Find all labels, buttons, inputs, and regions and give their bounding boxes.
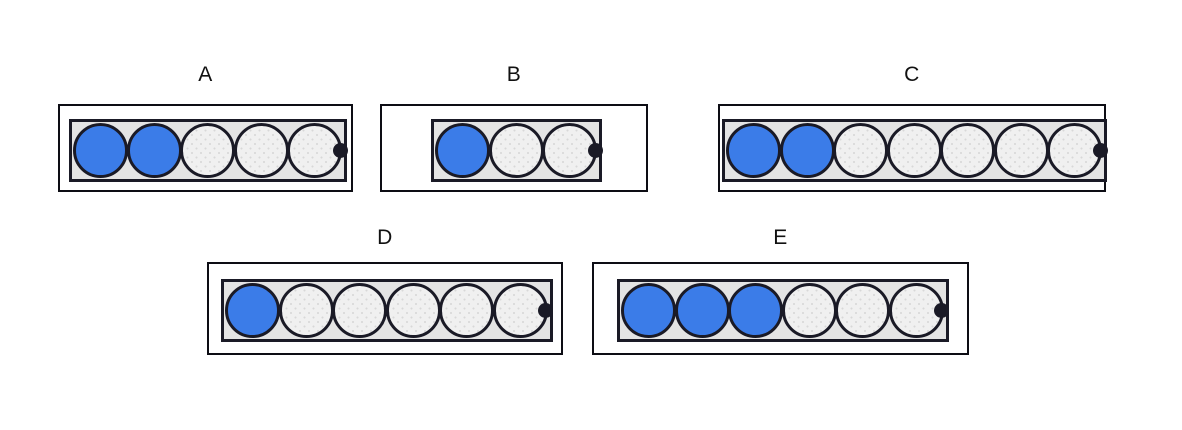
panel-label-e: E: [773, 226, 788, 249]
panel-frame-c: [718, 104, 1108, 192]
track-end-knob-b: [587, 143, 603, 158]
panel-d: D: [207, 227, 563, 355]
bead-d-2-empty[interactable]: [278, 283, 334, 338]
bead-d-6-empty[interactable]: [492, 283, 548, 338]
bead-c-3-empty[interactable]: [833, 123, 888, 178]
panel-c: C: [718, 63, 1108, 192]
bead-a-5-empty[interactable]: [287, 123, 342, 178]
panel-label-c: C: [904, 63, 920, 86]
panel-frame-e: [592, 262, 969, 355]
bead-b-1-filled[interactable]: [435, 123, 490, 178]
bead-e-5-empty[interactable]: [835, 283, 890, 338]
panel-e: E: [592, 227, 969, 355]
bead-d-4-empty[interactable]: [385, 283, 441, 338]
bead-track-d: [221, 279, 553, 342]
bead-d-5-empty[interactable]: [439, 283, 494, 338]
panel-label-d: D: [377, 226, 393, 249]
track-end-knob-d: [538, 303, 553, 318]
panel-frame-b: [380, 104, 648, 192]
bead-track-a: [69, 119, 348, 182]
panel-b: B: [380, 64, 648, 192]
track-end-knob-e: [934, 303, 949, 318]
bead-c-4-empty[interactable]: [886, 123, 942, 178]
panel-frame-d: [207, 262, 563, 355]
panel-label-b: B: [506, 63, 522, 86]
bead-a-4-empty[interactable]: [233, 123, 289, 178]
bead-track-b: [431, 119, 603, 182]
bead-a-1-filled[interactable]: [73, 123, 128, 178]
bead-c-6-empty[interactable]: [993, 123, 1049, 178]
bead-d-1-filled[interactable]: [225, 283, 280, 338]
bead-a-3-empty[interactable]: [180, 123, 235, 178]
bead-c-5-empty[interactable]: [940, 123, 995, 178]
panel-label-a: A: [198, 63, 213, 86]
bead-d-3-empty[interactable]: [332, 283, 387, 338]
bead-e-3-filled[interactable]: [728, 283, 783, 338]
bead-e-1-filled[interactable]: [621, 283, 676, 338]
bead-track-e: [617, 279, 949, 342]
track-end-knob-c: [1092, 143, 1108, 158]
panel-a: A: [58, 64, 353, 192]
bead-a-2-filled[interactable]: [126, 123, 182, 178]
bead-c-2-filled[interactable]: [779, 123, 835, 178]
bead-c-1-filled[interactable]: [726, 123, 781, 178]
bead-track-c: [722, 119, 1108, 182]
track-end-knob-a: [332, 143, 348, 158]
bead-b-2-empty[interactable]: [488, 123, 544, 178]
bead-c-7-empty[interactable]: [1047, 123, 1102, 178]
bead-e-4-empty[interactable]: [781, 283, 837, 338]
panel-frame-a: [58, 104, 353, 192]
bead-e-6-empty[interactable]: [888, 283, 944, 338]
bead-e-2-filled[interactable]: [674, 283, 730, 338]
